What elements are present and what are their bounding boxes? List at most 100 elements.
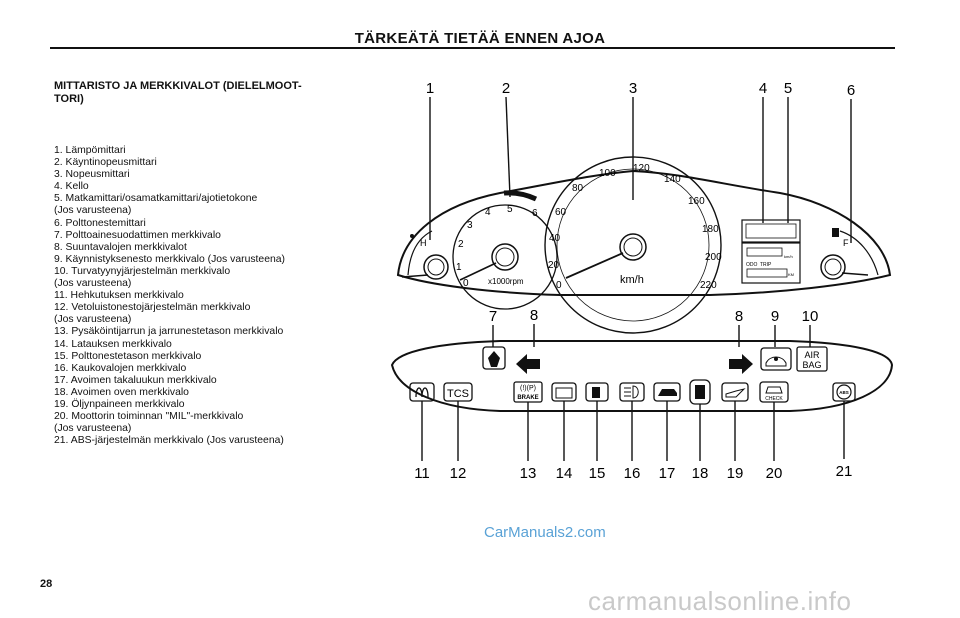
- callout-21: 21: [836, 463, 853, 480]
- speedometer: 0 20 40 60 80 100 120 140 160 180 200 22…: [544, 156, 722, 334]
- trip-label: TRIP: [760, 262, 772, 268]
- legend-item: 5. Matkamittari/osamatkamittari/ajotieto…: [54, 193, 258, 205]
- callout-11: 11: [414, 465, 430, 482]
- legend-item: 4. Kello: [54, 181, 89, 193]
- callout-2: 2: [502, 80, 510, 97]
- tachometer: 0 1 2 3 4 5 6 x1000rpm: [452, 190, 558, 310]
- abs-warning: ABS: [832, 382, 856, 402]
- speed-tick-0: 0: [556, 280, 562, 291]
- airbag-warning: AIR BAG: [796, 346, 828, 372]
- temperature-gauge: H: [401, 230, 449, 280]
- low-fuel-warning: [585, 382, 609, 402]
- cluster-outline: [396, 169, 892, 296]
- callout-4: 4: [759, 80, 767, 97]
- callout-14: 14: [556, 465, 573, 482]
- legend-item: 12. Vetoluistonestojärjestelmän merkkiva…: [54, 302, 251, 314]
- immobilizer-warning: [760, 347, 792, 371]
- tach-tick-4: 4: [485, 207, 491, 218]
- callout-8-right: 8: [735, 308, 743, 325]
- legend-item: 1. Lämpömittari: [54, 145, 126, 156]
- tach-tick-1: 1: [456, 262, 462, 273]
- high-beam-indicator: [619, 382, 645, 402]
- legend-item: 14. Latauksen merkkivalo: [54, 338, 172, 350]
- speed-tick-120: 120: [633, 163, 650, 174]
- legend-item: 20. Moottorin toiminnan "MIL"-merkkivalo: [54, 411, 244, 423]
- page-title: TÄRKEÄTÄ TIETÄÄ ENNEN AJOA: [354, 30, 606, 47]
- legend-item: 19. Öljynpaineen merkkivalo: [54, 398, 185, 410]
- speed-tick-20: 20: [548, 260, 560, 271]
- legend-item: 11. Hehkutuksen merkkivalo: [54, 290, 184, 302]
- callout-10: 10: [802, 308, 819, 325]
- check-label: CHECK: [765, 396, 783, 402]
- bottom-leader-lines: [421, 401, 845, 461]
- page-number: 28: [40, 578, 53, 590]
- speed-tick-80: 80: [572, 183, 584, 194]
- section-title: MITTARISTO JA MERKKIVALOT (DIELELMOOT-TO…: [54, 80, 302, 105]
- legend-item: 16. Kaukovalojen merkkivalo: [54, 362, 187, 374]
- speed-tick-220: 220: [700, 280, 717, 291]
- abs-label: ABS: [839, 390, 849, 395]
- turn-signal-right-icon: [729, 354, 753, 374]
- title-rule: [50, 47, 895, 49]
- instrument-cluster-figure: 1 2 3 4 5 6 H 0 1 2 3 4 5 6 x1000rpm: [390, 80, 894, 482]
- legend-item: 13. Pysäköintijarrun ja jarrunestetason …: [54, 326, 284, 338]
- oil-pressure-warning: [721, 382, 749, 402]
- fuel-f-label: F: [843, 238, 849, 248]
- legend-item: 15. Polttonestetason merkkivalo: [54, 350, 202, 362]
- speed-tick-140: 140: [664, 174, 681, 185]
- legend-item: (Jos varusteena): [54, 314, 132, 326]
- legend-item: 10. Turvatyynyjärjestelmän merkkivalo: [54, 265, 231, 277]
- tach-tick-6: 6: [532, 208, 538, 219]
- watermark-link[interactable]: CarManuals2.com: [484, 524, 606, 541]
- lcd-km-unit: KM: [788, 272, 794, 277]
- speed-tick-160: 160: [688, 196, 705, 207]
- fuel-gauge: F: [820, 228, 879, 280]
- callout-1: 1: [426, 80, 434, 97]
- tcs-label: TCS: [447, 388, 469, 400]
- check-engine-warning: CHECK: [759, 381, 789, 403]
- callout-17: 17: [659, 465, 676, 482]
- speed-tick-100: 100: [599, 168, 616, 179]
- site-watermark: carmanualsonline.info: [588, 586, 852, 616]
- speed-unit: km/h: [620, 274, 644, 286]
- speed-tick-180: 180: [702, 224, 719, 235]
- legend-item: (Jos varusteena): [54, 205, 132, 217]
- tailgate-open-warning: [653, 382, 681, 402]
- lcd-displays: ODO TRIP km/h KM: [741, 219, 801, 284]
- speed-tick-40: 40: [549, 233, 561, 244]
- tach-tick-2: 2: [458, 239, 464, 250]
- callout-18: 18: [692, 465, 709, 482]
- fuel-pump-icon: [832, 228, 839, 237]
- odometer-lcd: [741, 242, 801, 284]
- legend-item: (Jos varusteena): [54, 278, 132, 290]
- callout-8-left: 8: [530, 307, 538, 324]
- legend-item: 8. Suuntavalojen merkkivalot: [54, 241, 187, 253]
- legend-item: 17. Avoimen takaluukun merkkivalo: [54, 374, 217, 386]
- legend-item: 2. Käyntinopeusmittari: [54, 157, 157, 169]
- speed-tick-60: 60: [555, 207, 567, 218]
- legend-item: 18. Avoimen oven merkkivalo: [54, 386, 189, 398]
- callout-20: 20: [766, 465, 783, 482]
- door-open-warning: [689, 379, 711, 405]
- legend-item: 3. Nopeusmittari: [54, 169, 130, 181]
- legend-item: 9. Käynnistyksenesto merkkivalo (Jos var…: [54, 253, 286, 265]
- clock-lcd: [741, 219, 801, 243]
- airbag-label-1: AIR: [804, 350, 820, 360]
- tcs-warning: TCS: [443, 382, 473, 402]
- callout-13: 13: [520, 465, 537, 482]
- legend-item: 6. Polttonestemittari: [54, 217, 146, 229]
- turn-signal-left-icon: [516, 354, 540, 374]
- lcd-kmh-unit: km/h: [784, 254, 793, 259]
- tach-tick-3: 3: [467, 220, 473, 231]
- legend-item: (Jos varusteena): [54, 423, 132, 435]
- speed-tick-200: 200: [705, 252, 722, 263]
- brake-symbol: (!)(P): [520, 385, 536, 392]
- callout-9: 9: [771, 308, 779, 325]
- charging-warning: [551, 382, 577, 402]
- callout-3: 3: [629, 80, 637, 97]
- callout-16: 16: [624, 465, 641, 482]
- temp-h-label: H: [420, 238, 427, 248]
- callout-15: 15: [589, 465, 606, 482]
- warning-panel-outline: [390, 340, 894, 412]
